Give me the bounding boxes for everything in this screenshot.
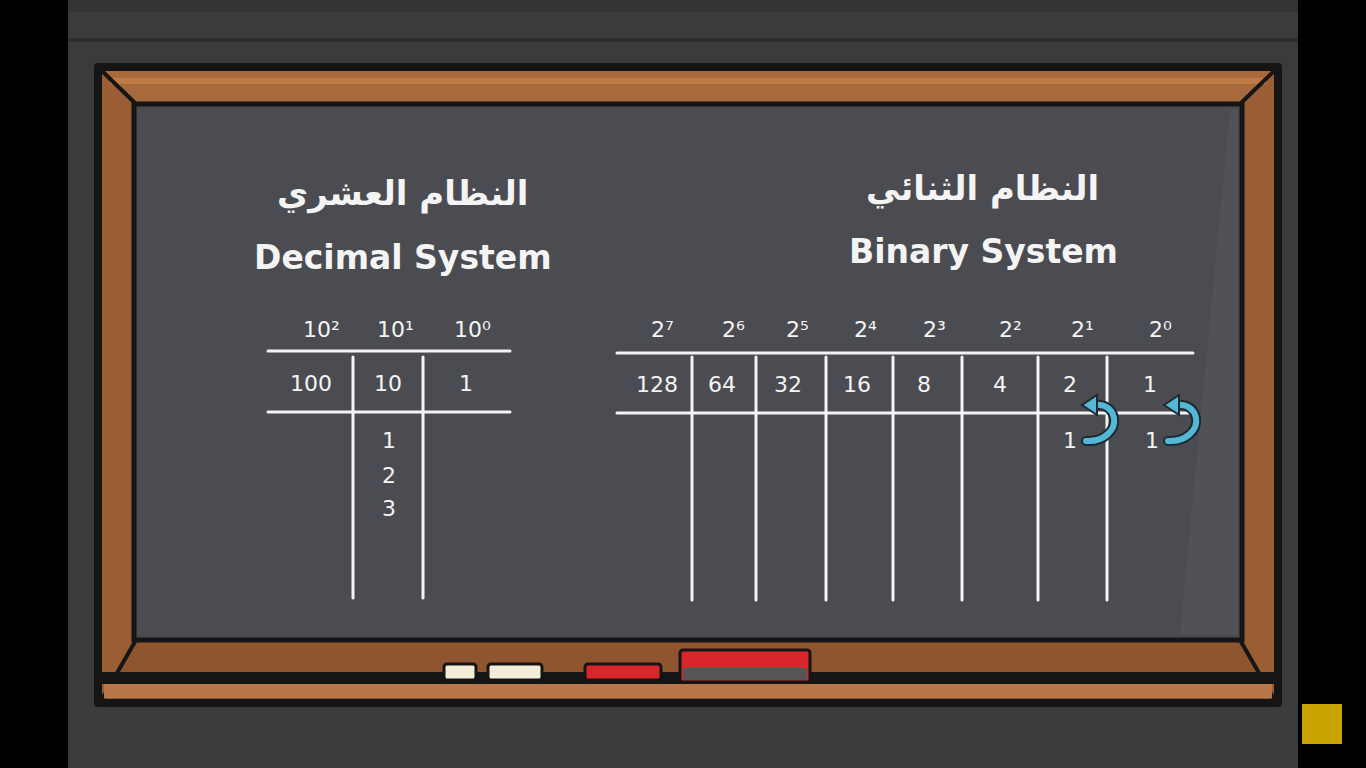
power-header: 2² [999,317,1022,342]
digit: 1 [1063,428,1077,453]
place-value: 10 [374,371,402,396]
place-value: 4 [993,372,1007,397]
place-value: 8 [917,372,931,397]
place-value: 32 [774,372,802,397]
place-value: 2 [1063,372,1077,397]
power-header: 2⁷ [651,317,674,342]
section-heading: النظام العشري [277,174,528,213]
power-header: 2⁴ [854,317,877,342]
place-value: 100 [290,371,332,396]
place-value: 64 [708,372,736,397]
power-header: 2⁵ [786,317,809,342]
power-header: 10⁰ [454,317,491,342]
digit: 3 [382,496,396,521]
power-header: 10¹ [377,317,414,342]
power-header: 2⁰ [1149,317,1172,342]
place-value: 16 [843,372,871,397]
place-value: 1 [1143,372,1157,397]
place-value: 1 [459,371,473,396]
power-header: 2¹ [1071,317,1094,342]
power-header: 10² [303,317,340,342]
digit: 1 [382,428,396,453]
section-heading: Binary System [849,233,1118,271]
power-header: 2⁶ [722,317,745,342]
place-value: 128 [636,372,678,397]
digit: 1 [1145,428,1159,453]
power-header: 2³ [923,317,946,342]
digit: 2 [382,463,396,488]
section-heading: Decimal System [254,239,552,277]
section-heading: النظام الثنائي [866,169,1099,208]
